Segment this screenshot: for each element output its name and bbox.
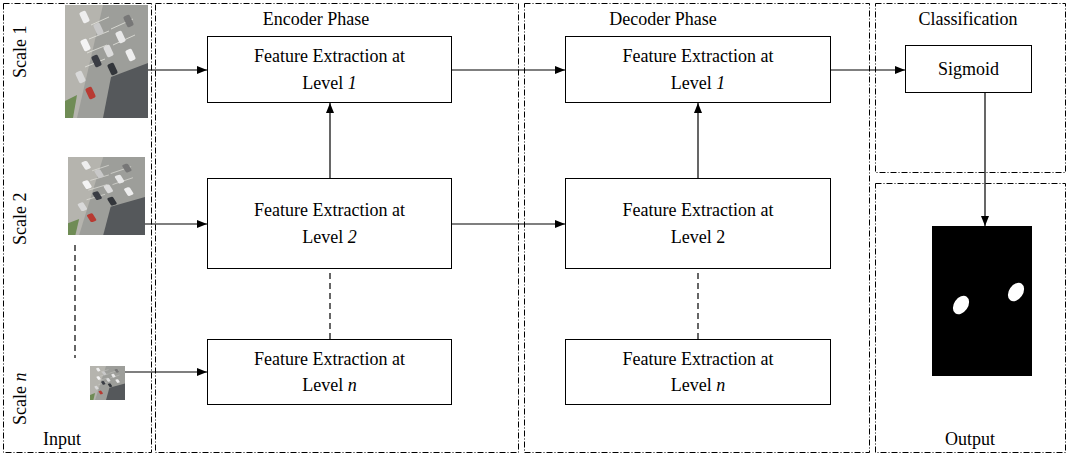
italic-symbol: 2 [348, 227, 357, 247]
italic-symbol: n [10, 373, 30, 382]
panel-border [156, 4, 519, 453]
scale-input: Scale 2 [8, 157, 145, 245]
process-box: Feature Extraction at Level 2 [207, 178, 452, 269]
box-label: Sigmoid [938, 56, 999, 82]
panel-border [4, 4, 152, 453]
panel-border [876, 184, 1066, 453]
process-box: Feature Extraction at Level 2 [565, 178, 831, 269]
dashed-connector [329, 269, 330, 339]
scale-label: Scale n [10, 373, 31, 425]
process-box: Feature Extraction at Level n [565, 339, 831, 405]
process-box: Feature Extraction at Level 1 [565, 36, 831, 103]
phase-panel: ClassificationSigmoid [875, 3, 1066, 173]
italic-symbol: n [716, 375, 725, 395]
process-box: Feature Extraction at Level 1 [207, 36, 452, 103]
scale-input: Scale 1 [8, 5, 148, 118]
phase-title: Output [945, 428, 995, 450]
panel-border [876, 4, 1066, 173]
box-label: Feature Extraction at Level 2 [601, 197, 796, 249]
arrow-connector [125, 371, 207, 372]
aerial-image [90, 366, 125, 400]
aerial-image [68, 157, 145, 235]
process-box: Sigmoid [905, 45, 1032, 93]
phase-panel: Input Scale 1 Scale 2 Scale n [3, 3, 152, 453]
phase-title: Classification [919, 8, 1018, 30]
arrow-connector [984, 93, 985, 226]
italic-symbol: 1 [348, 73, 357, 93]
box-label: Feature Extraction at Level 1 [232, 43, 427, 95]
output-mask [932, 226, 1032, 376]
phase-panel: Output [875, 183, 1066, 453]
phase-title: Decoder Phase [609, 8, 716, 30]
scale-label: Scale 1 [10, 26, 31, 78]
dashed-connector [697, 269, 698, 339]
arrow-connector [452, 69, 565, 70]
italic-symbol: n [348, 375, 357, 395]
box-label: Feature Extraction at Level n [232, 346, 427, 398]
arrow-connector [329, 103, 330, 178]
scale-input: Scale n [8, 358, 125, 425]
phase-panel: Decoder PhaseFeature Extraction at Level… [524, 3, 870, 453]
arrow-connector [697, 103, 698, 178]
box-label: Feature Extraction at Level 1 [601, 43, 796, 95]
box-label: Feature Extraction at Level 2 [232, 197, 427, 249]
phase-title: Encoder Phase [263, 8, 369, 30]
arrow-connector [145, 223, 207, 224]
scale-label: Scale 2 [10, 193, 31, 245]
italic-symbol: 1 [716, 73, 725, 93]
arrow-connector [452, 223, 565, 224]
box-label: Feature Extraction at Level n [601, 346, 796, 398]
arrow-connector [148, 69, 207, 70]
aerial-image [65, 5, 148, 118]
panel-border [525, 4, 870, 453]
panel-outline [875, 183, 1066, 453]
phase-panel: Encoder PhaseFeature Extraction at Level… [155, 3, 519, 453]
dashed-connector [74, 245, 75, 358]
arrow-connector [831, 69, 905, 70]
process-box: Feature Extraction at Level n [207, 339, 452, 405]
phase-title: Input [43, 428, 81, 450]
